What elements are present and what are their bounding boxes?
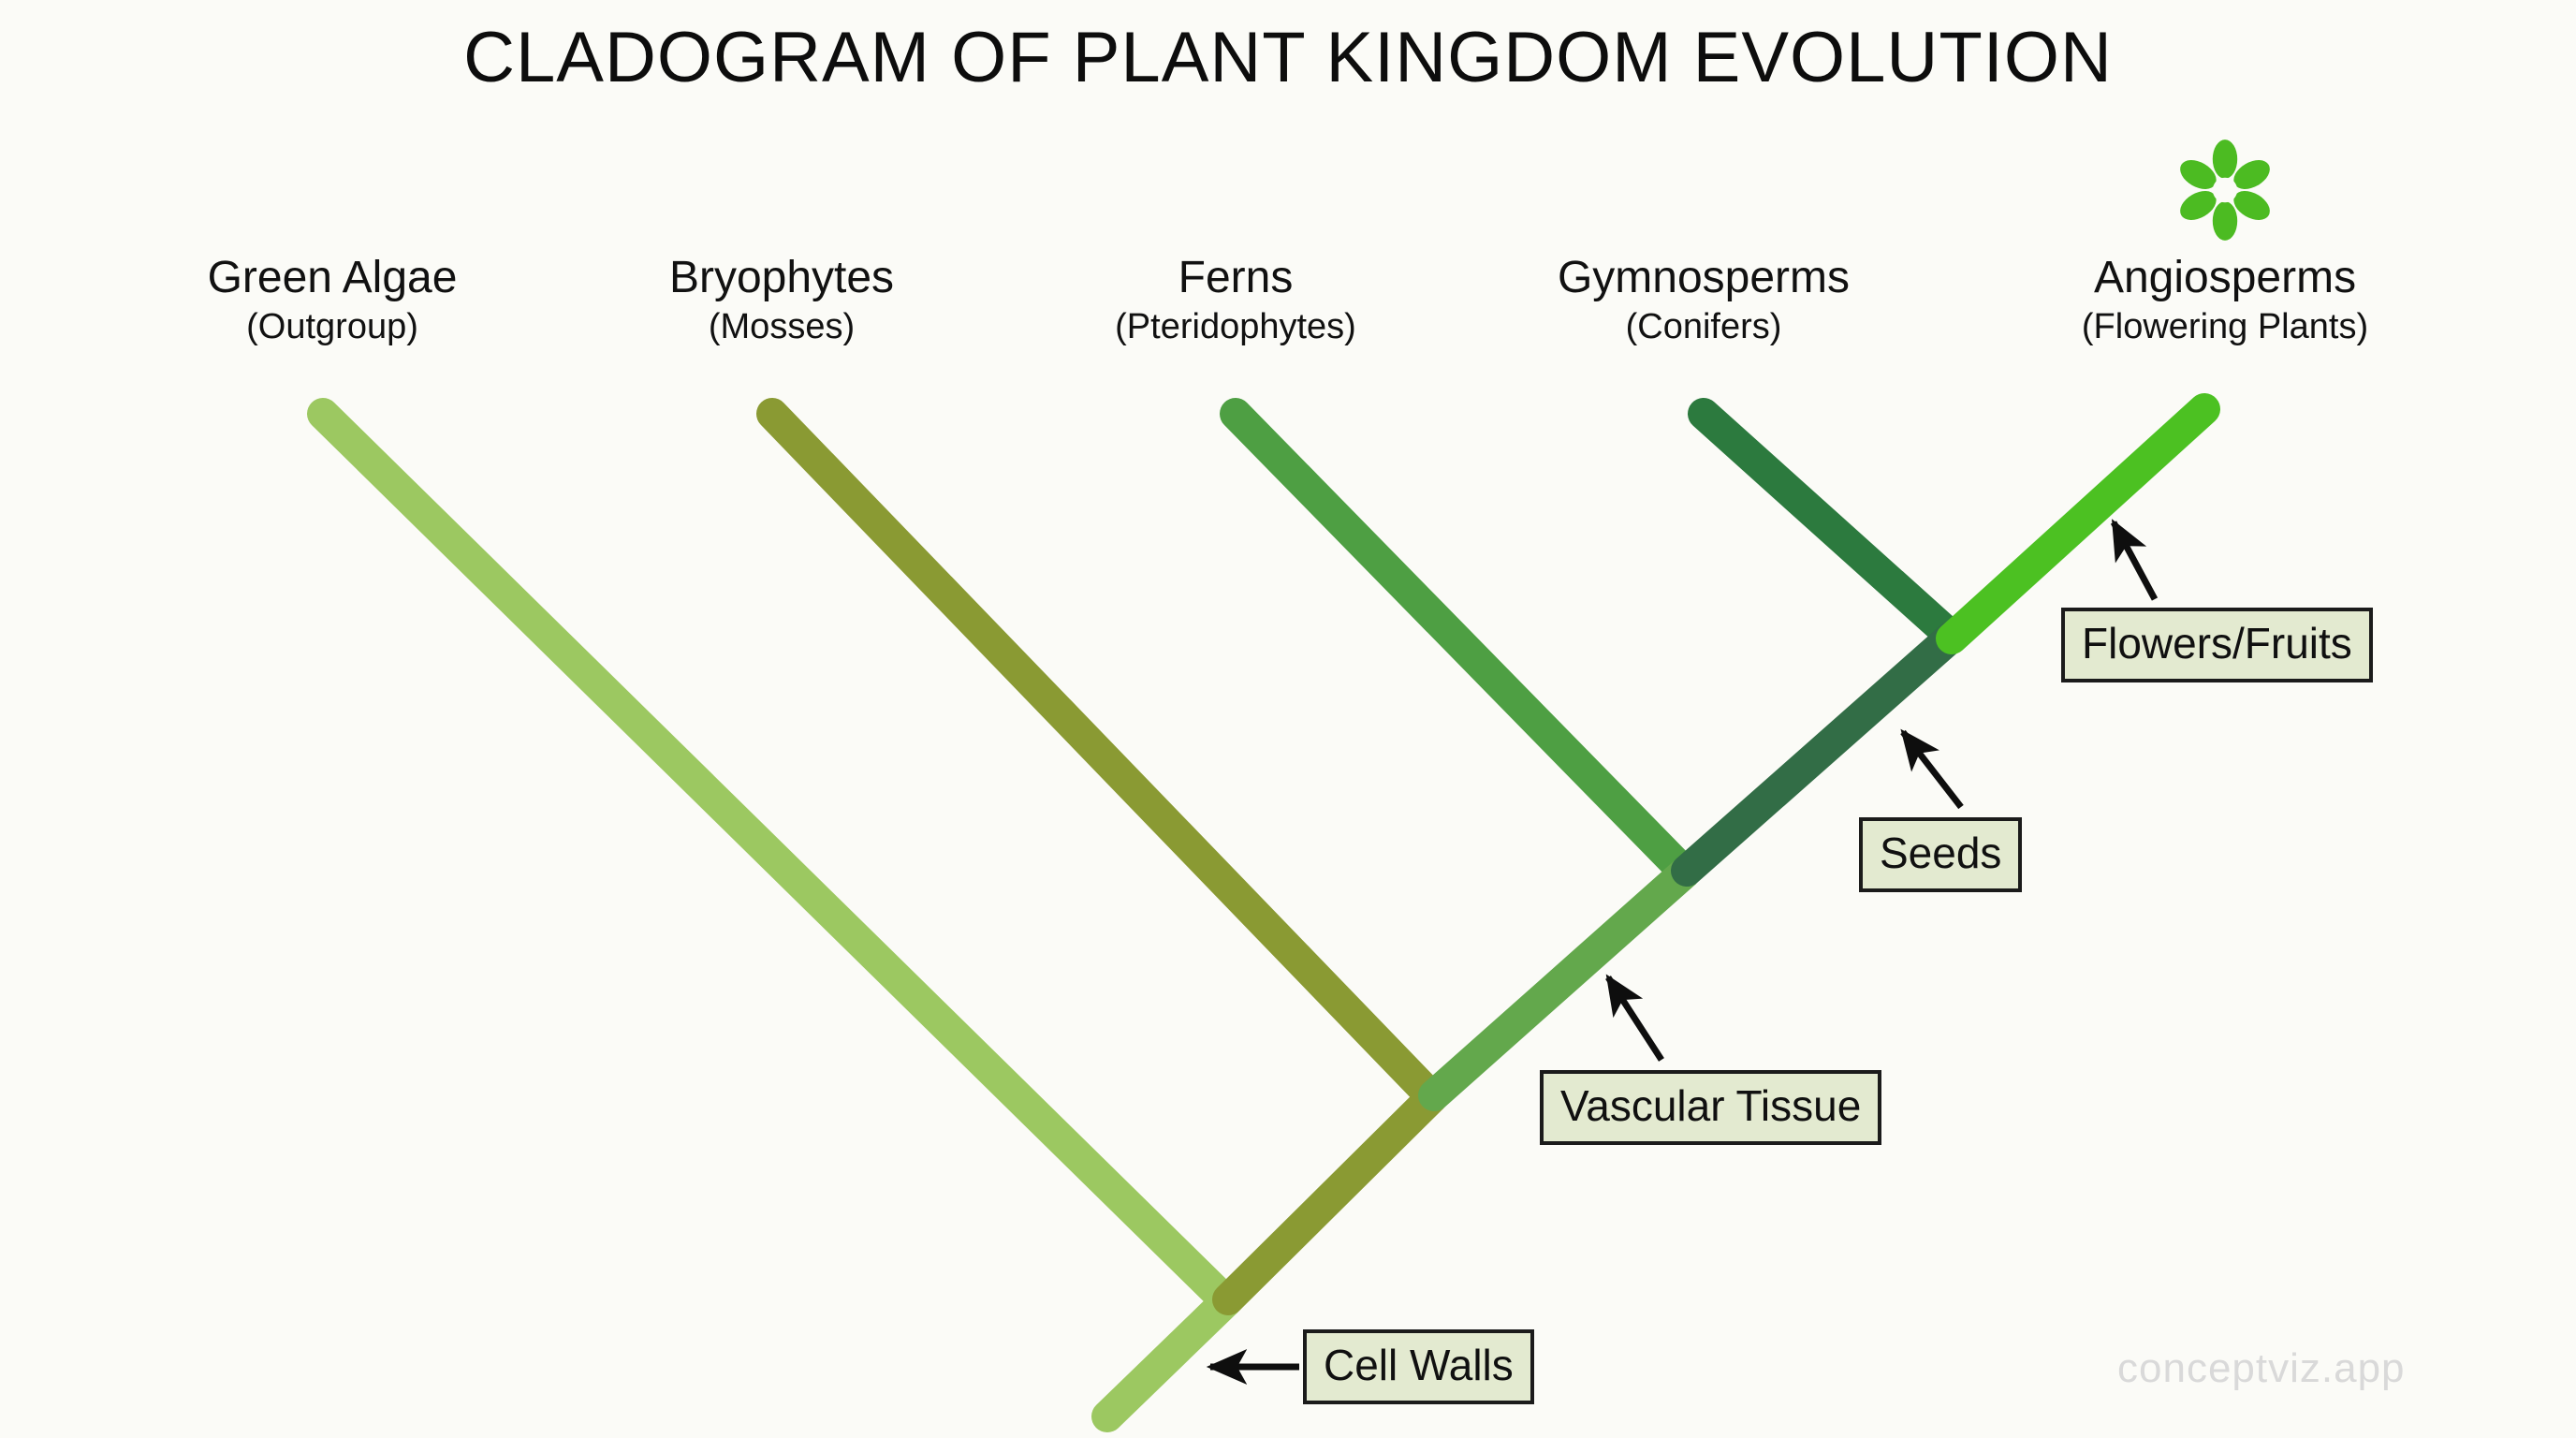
taxon-subtitle: (Flowering Plants) xyxy=(2081,306,2369,346)
taxon-label-green-algae: Green Algae (Outgroup) xyxy=(70,253,594,346)
taxon-name: Bryophytes xyxy=(668,253,895,302)
taxon-subtitle: (Pteridophytes) xyxy=(1115,306,1356,346)
taxon-name: Angiosperms xyxy=(2093,253,2357,302)
branch-ferns xyxy=(1220,398,1701,888)
taxon-name: Ferns xyxy=(1178,253,1294,302)
branch-green-algae xyxy=(307,398,1242,1317)
branch-bryophytes xyxy=(756,398,1448,1113)
taxon-label-ferns: Ferns (Pteridophytes) xyxy=(973,253,1498,346)
page-title: CLADOGRAM OF PLANT KINGDOM EVOLUTION xyxy=(463,18,2113,97)
annotation-cell-walls[interactable]: Cell Walls xyxy=(1303,1329,1534,1405)
leader-flowers-fruits xyxy=(2110,519,2159,601)
taxon-name: Gymnosperms xyxy=(1557,253,1851,302)
branch-angiosperms xyxy=(1936,393,2220,654)
leader-seeds xyxy=(1900,728,1964,810)
annotation-vascular-tissue[interactable]: Vascular Tissue xyxy=(1540,1070,1882,1146)
taxon-label-gymnosperms: Gymnosperms (Conifers) xyxy=(1442,253,1966,346)
taxon-subtitle: (Conifers) xyxy=(1625,306,1782,346)
leader-vascular-tissue xyxy=(1605,974,1664,1062)
flower-icon xyxy=(2180,139,2270,241)
branch-node2-to-root xyxy=(1212,1081,1448,1315)
branch-node4-to-node3 xyxy=(1671,621,1968,887)
annotation-flowers-fruits[interactable]: Flowers/Fruits xyxy=(2061,608,2373,683)
taxon-label-angiosperms: Angiosperms (Flowering Plants) xyxy=(1963,253,2487,346)
watermark: conceptviz.app xyxy=(2117,1345,2406,1391)
annotation-seeds[interactable]: Seeds xyxy=(1859,817,2023,893)
branch-node3-to-node2 xyxy=(1418,857,1701,1111)
taxon-subtitle: (Mosses) xyxy=(708,306,856,346)
taxon-name: Green Algae xyxy=(207,253,458,302)
branch-root-stem xyxy=(1091,1285,1242,1432)
taxon-subtitle: (Outgroup) xyxy=(246,306,418,346)
taxon-label-bryophytes: Bryophytes (Mosses) xyxy=(520,253,1044,346)
branch-gymnosperms xyxy=(1688,398,1968,653)
